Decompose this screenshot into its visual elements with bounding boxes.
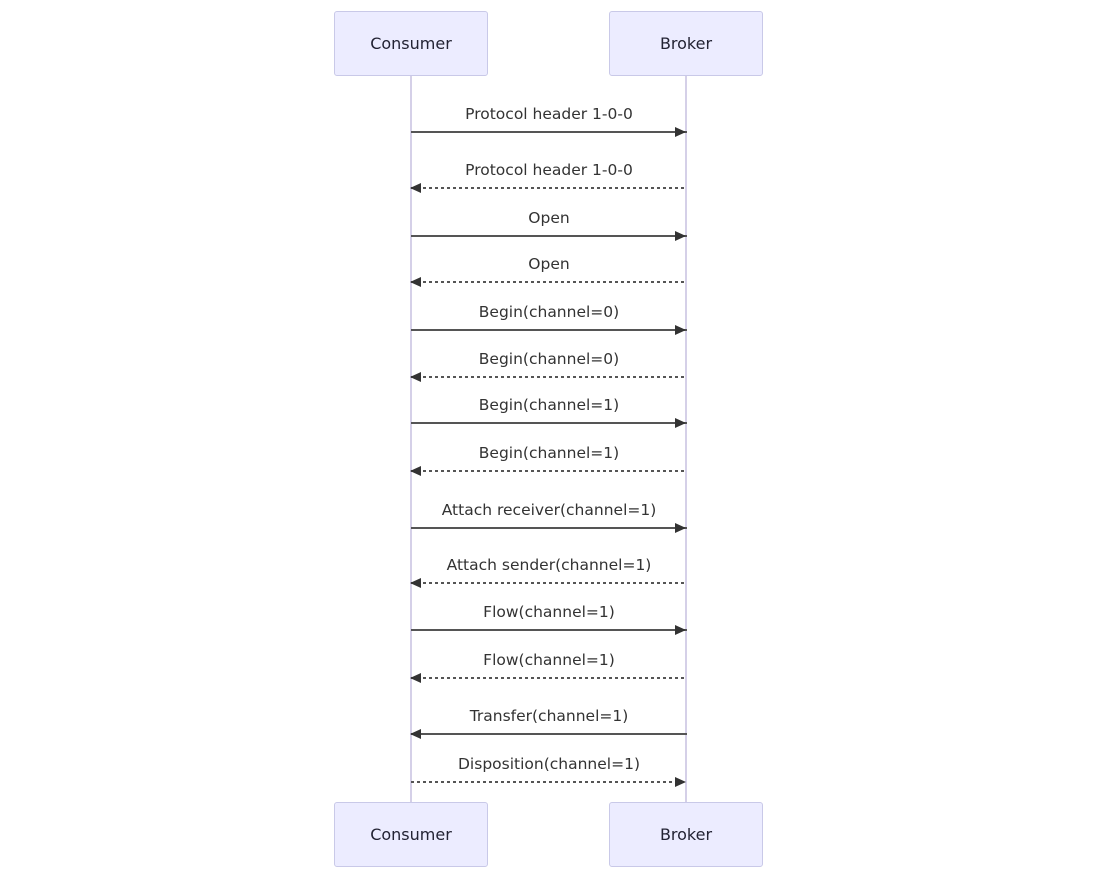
actor-label: Consumer (370, 34, 452, 53)
actor-label: Consumer (370, 825, 452, 844)
message-label: Protocol header 1-0-0 (465, 105, 633, 123)
message-line-solid (411, 733, 687, 735)
message-line-solid (411, 629, 687, 631)
message-line-solid (411, 422, 687, 424)
message-line-dashed (411, 470, 687, 472)
arrowhead-right-icon (675, 325, 686, 335)
arrowhead-right-icon (675, 418, 686, 428)
lifeline-consumer (410, 76, 412, 802)
message-line-solid (411, 527, 687, 529)
message-line-dashed (411, 582, 687, 584)
actor-label: Broker (659, 825, 713, 844)
message-line-dashed (411, 781, 687, 783)
message-label: Open (528, 255, 570, 273)
message-label: Begin(channel=0) (478, 303, 620, 321)
arrowhead-right-icon (675, 231, 686, 241)
message-line-dashed (411, 187, 687, 189)
arrowhead-left-icon (410, 277, 421, 287)
message-line-dashed (411, 281, 687, 283)
message-line-dashed (411, 677, 687, 679)
message-label: Attach receiver(channel=1) (441, 501, 657, 519)
message-label: Attach sender(channel=1) (446, 556, 652, 574)
arrowhead-right-icon (675, 777, 686, 787)
message-label: Begin(channel=1) (478, 444, 620, 462)
message-label: Begin(channel=0) (478, 350, 620, 368)
arrowhead-left-icon (410, 183, 421, 193)
message-label: Open (528, 209, 570, 227)
arrowhead-right-icon (675, 127, 686, 137)
arrowhead-left-icon (410, 578, 421, 588)
actor-broker-bottom: Broker (609, 802, 763, 867)
message-label: Flow(channel=1) (483, 651, 615, 669)
message-label: Flow(channel=1) (483, 603, 615, 621)
actor-consumer-bottom: Consumer (334, 802, 488, 867)
lifeline-broker (685, 76, 687, 802)
actor-label: Broker (659, 34, 713, 53)
message-label: Transfer(channel=1) (469, 707, 629, 725)
message-label: Protocol header 1-0-0 (465, 161, 633, 179)
actor-broker-top: Broker (609, 11, 763, 76)
arrowhead-left-icon (410, 466, 421, 476)
message-line-solid (411, 329, 687, 331)
message-line-solid (411, 235, 687, 237)
arrowhead-left-icon (410, 729, 421, 739)
arrowhead-right-icon (675, 625, 686, 635)
message-line-solid (411, 131, 687, 133)
message-line-dashed (411, 376, 687, 378)
message-label: Begin(channel=1) (478, 396, 620, 414)
arrowhead-left-icon (410, 673, 421, 683)
arrowhead-right-icon (675, 523, 686, 533)
message-label: Disposition(channel=1) (458, 755, 640, 773)
actor-consumer-top: Consumer (334, 11, 488, 76)
arrowhead-left-icon (410, 372, 421, 382)
